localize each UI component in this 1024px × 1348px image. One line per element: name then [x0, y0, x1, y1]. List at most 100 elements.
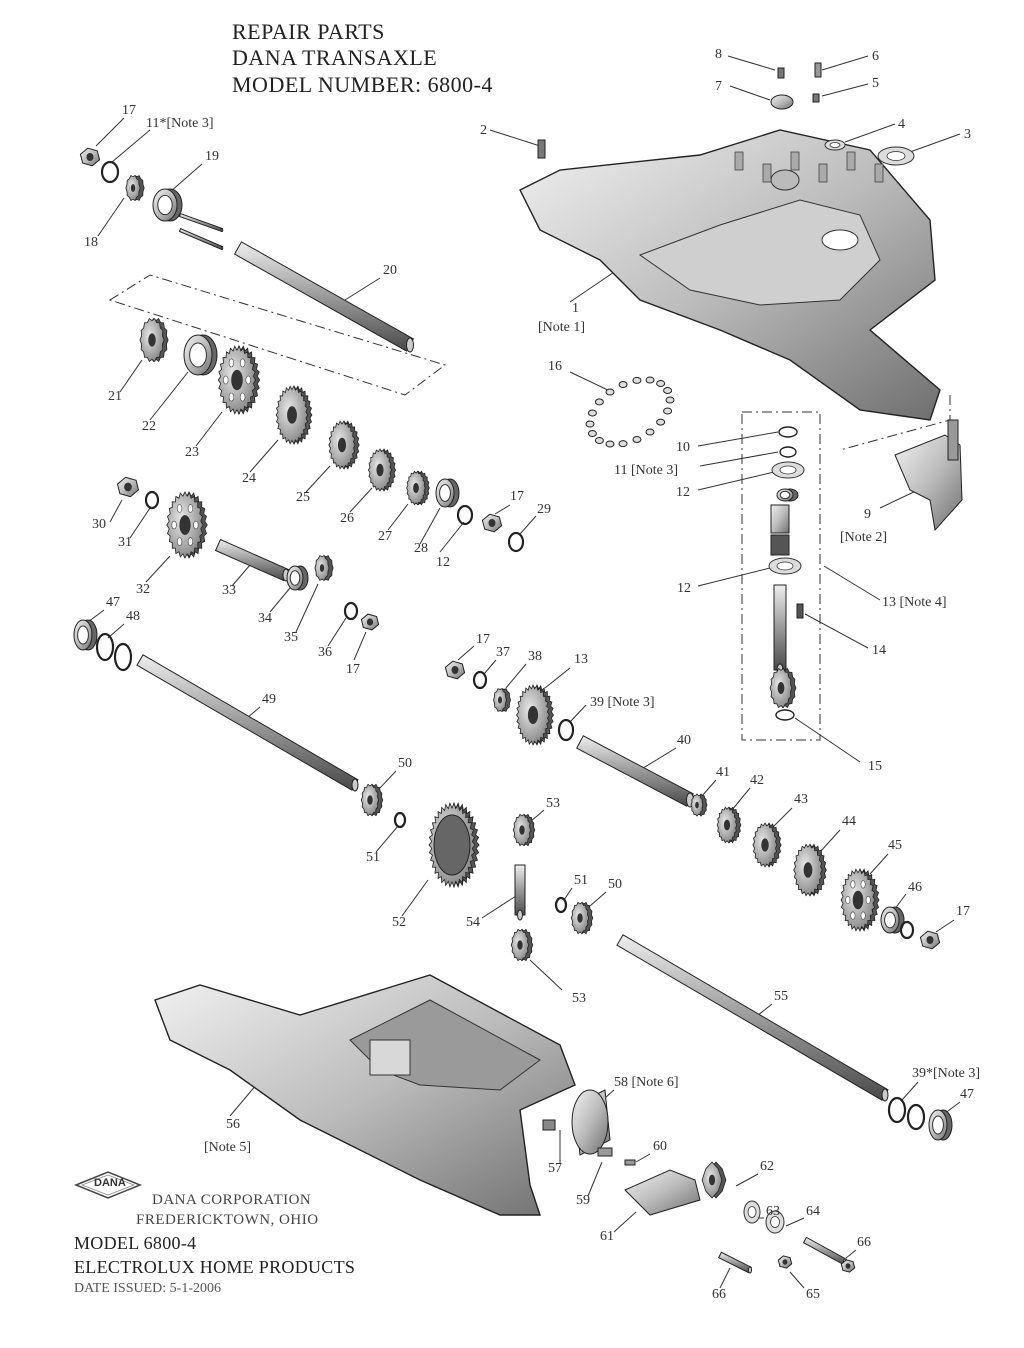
- chain-link: [665, 396, 675, 404]
- axle-49: [136, 654, 359, 791]
- gear-25: [328, 420, 360, 470]
- gear-32-hole: [187, 504, 194, 513]
- chain-link: [632, 435, 642, 443]
- puck-57: [542, 1119, 556, 1131]
- lower-housing-body: [154, 974, 576, 1216]
- callout-17: 17: [956, 904, 970, 919]
- gear-35-bore: [319, 564, 325, 572]
- callout-34: 34: [258, 611, 272, 626]
- callout-63: 63: [766, 1204, 780, 1219]
- callout-51: 51: [574, 873, 588, 888]
- leader-line: [375, 825, 399, 853]
- axle-49-end: [351, 778, 359, 792]
- axle-55: [616, 934, 889, 1101]
- ring-15: [775, 709, 795, 721]
- callout-6: 6: [872, 49, 879, 64]
- washer-36a: [343, 601, 359, 621]
- callout-46: 46: [908, 880, 922, 895]
- callout-50: 50: [398, 756, 412, 771]
- callout-27: 27: [378, 529, 392, 544]
- callout-12: 12: [436, 555, 450, 570]
- leader-line: [483, 659, 497, 675]
- leader-line: [879, 489, 919, 509]
- leader-line: [587, 1161, 603, 1197]
- callout-32: 32: [136, 582, 150, 597]
- callout-3: 3: [964, 127, 971, 142]
- leader-line: [111, 129, 151, 163]
- callout-12: 12: [676, 485, 690, 500]
- gear-13: [516, 683, 554, 747]
- leader-line: [544, 667, 571, 689]
- leader-line: [249, 439, 279, 473]
- leader-line: [129, 507, 151, 539]
- cross-shaft-54: [514, 864, 526, 916]
- upper-housing-stud: [790, 151, 800, 171]
- gear-43-bore: [761, 838, 769, 852]
- leader-line: [697, 567, 771, 587]
- gear-35: [314, 555, 334, 581]
- callout-26: 26: [340, 511, 354, 526]
- chain-link: [632, 376, 642, 384]
- callout-15: 15: [868, 759, 882, 774]
- nut-17e-hole: [926, 936, 934, 944]
- callout-35: 35: [284, 630, 298, 645]
- chain-link: [645, 376, 655, 384]
- washer-4-hole: [829, 142, 841, 148]
- leader-line: [794, 717, 861, 763]
- leader-line: [481, 895, 517, 919]
- callout-53: 53: [572, 991, 586, 1006]
- callout-13: 13 [Note 4]: [882, 595, 947, 610]
- upper-housing-dome: [638, 199, 881, 306]
- callout-38: 38: [528, 649, 542, 664]
- bushing-22-bore: [189, 342, 207, 368]
- callout-59: 59: [576, 1193, 590, 1208]
- bevel-pinion-53a-bore: [519, 825, 525, 835]
- leader-line: [353, 631, 367, 661]
- leader-line: [569, 704, 587, 723]
- dana-logo-text: DANA: [94, 1177, 126, 1189]
- upper-housing-port: [821, 229, 859, 251]
- callout-21: 21: [108, 389, 122, 404]
- callout-7: 7: [715, 79, 722, 94]
- leader-line: [195, 411, 223, 447]
- gear-45-hole: [850, 880, 856, 889]
- gear-43: [752, 822, 782, 868]
- gear-23-hole: [239, 358, 246, 368]
- callout-36: 36: [318, 645, 332, 660]
- bearing-47b-bore: [932, 1115, 944, 1135]
- leader-line: [387, 503, 409, 531]
- chain-link: [605, 440, 615, 448]
- chain-link: [605, 388, 615, 396]
- gear-44: [793, 843, 827, 897]
- callout-61: 61: [600, 1229, 614, 1244]
- bushing-28-bore: [439, 484, 451, 502]
- washer-12a-hole: [779, 465, 797, 475]
- leader-line: [87, 609, 105, 623]
- chain-16: [585, 376, 675, 448]
- leader-line: [719, 1267, 731, 1289]
- ball-5: [812, 93, 820, 103]
- gear-27: [406, 470, 430, 506]
- callout-12: 12: [677, 581, 691, 596]
- callout-57: 57: [548, 1161, 562, 1176]
- gear-24: [275, 385, 313, 445]
- chain-link: [663, 386, 673, 394]
- gear-23-hole: [228, 392, 235, 402]
- leader-line: [379, 770, 397, 789]
- callout-4: 4: [898, 117, 905, 132]
- leader-line: [785, 1217, 805, 1227]
- upper-housing-stud: [818, 163, 828, 183]
- callout-62: 62: [760, 1159, 774, 1174]
- gear-32-bore: [179, 515, 191, 535]
- gear-32: [166, 491, 208, 559]
- chain-link: [656, 418, 666, 426]
- gear-41: [690, 793, 708, 817]
- nut-65-hole: [782, 1259, 788, 1265]
- corp-location: FREDERICKTOWN, OHIO: [136, 1212, 319, 1228]
- gear-23: [217, 345, 261, 415]
- nut-17a-hole: [86, 153, 94, 161]
- callout-47: 47: [960, 1087, 974, 1102]
- shaft-33: [214, 538, 290, 582]
- chain-link: [594, 398, 604, 406]
